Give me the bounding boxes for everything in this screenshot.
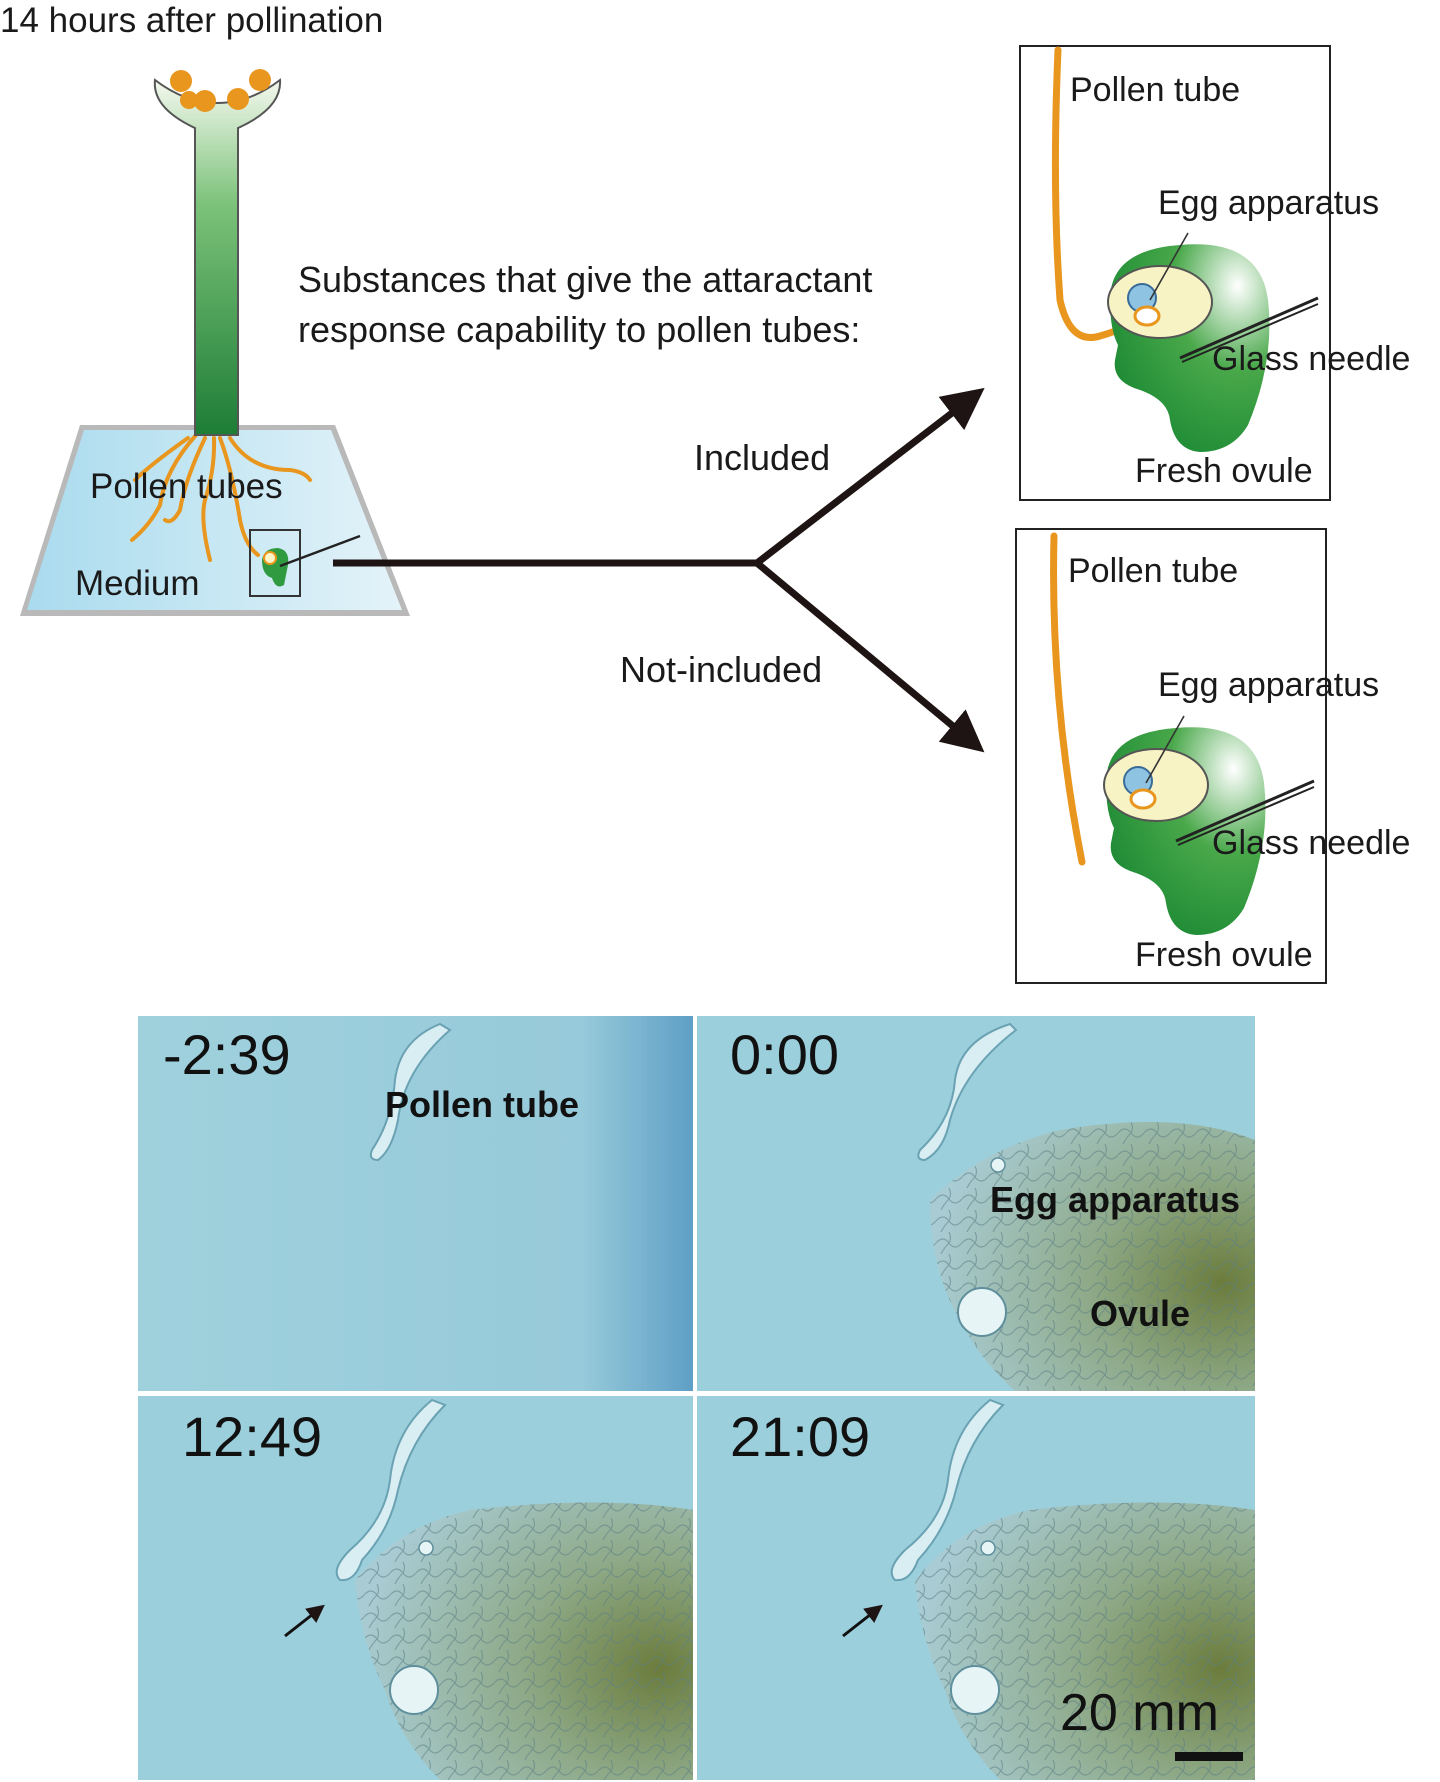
pollen-tubes-in-medium [130, 433, 312, 562]
figure-title: 14 hours after pollination [0, 1, 383, 40]
micrograph-4: 21:09 20 mm [697, 1396, 1255, 1780]
ovule-included [1107, 244, 1270, 452]
micrograph-2-egg-apparatus-label: Egg apparatus [990, 1179, 1240, 1220]
micrograph-3-time: 12:49 [182, 1405, 322, 1468]
micrograph-1: -2:39 Pollen tube [138, 1016, 693, 1391]
micrograph-2: 0:00 Egg apparatus Ovule [697, 1016, 1255, 1391]
micrograph-1-pollen-tube-label: Pollen tube [385, 1084, 579, 1125]
not-included-glass-needle-label: Glass needle [1212, 824, 1410, 862]
branch-arrows [333, 387, 985, 753]
panel-not-included: Pollen tube Egg apparatus Glass needle F… [1015, 528, 1410, 984]
ovule-inset-box [249, 529, 361, 597]
micrograph-2-time: 0:00 [730, 1023, 839, 1086]
scale-bar-label: 20 mm [1060, 1684, 1219, 1742]
not-included-label: Not-included [620, 649, 822, 690]
not-included-fresh-ovule-label: Fresh ovule [1135, 936, 1313, 974]
included-fresh-ovule-label: Fresh ovule [1135, 452, 1313, 490]
substances-line1: Substances that give the attaractant [298, 259, 872, 300]
micrograph-2-ovule-label: Ovule [1090, 1293, 1190, 1334]
scale-bar [1175, 1752, 1243, 1761]
included-label: Included [694, 437, 830, 478]
not-included-pollen-tube-label: Pollen tube [1068, 552, 1238, 590]
micrograph-3: 12:49 [138, 1396, 693, 1780]
pistil-style [153, 69, 282, 436]
included-glass-needle-label: Glass needle [1212, 340, 1410, 378]
included-egg-apparatus-label: Egg apparatus [1158, 184, 1379, 222]
ovule-not-included [1103, 727, 1266, 935]
micrograph-grid: -2:39 Pollen tube 0:00 Egg apparatus Ovu… [136, 1014, 1258, 1782]
micrograph-4-time: 21:09 [730, 1405, 870, 1468]
pollen-tubes-label: Pollen tubes [90, 467, 283, 506]
not-included-egg-apparatus-label: Egg apparatus [1158, 666, 1379, 704]
panel-included: Pollen tube Egg apparatus Glass needle F… [1019, 45, 1410, 501]
micrograph-1-time: -2:39 [163, 1023, 291, 1086]
medium-label: Medium [75, 564, 199, 603]
included-pollen-tube-label: Pollen tube [1070, 71, 1240, 109]
substances-line2: response capability to pollen tubes: [298, 309, 860, 350]
